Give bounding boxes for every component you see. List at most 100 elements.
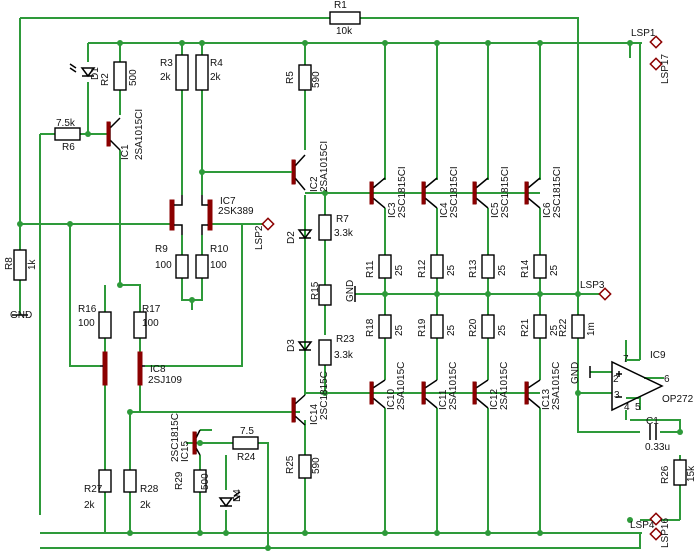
transistors [100, 117, 541, 456]
transistor-ic3 [369, 177, 386, 209]
junctions [17, 40, 683, 551]
resistor-r27 [98, 469, 112, 493]
label-r24v: 7.5 [240, 426, 254, 437]
label-r12: R12 [417, 259, 428, 278]
label-r22: R22 [558, 318, 569, 337]
label-ic10v: 2SA1015C [396, 362, 407, 410]
label-r28: R28 [140, 484, 159, 495]
label-r25v: 590 [311, 457, 322, 474]
label-r20: R20 [468, 318, 479, 337]
label-r2v: 500 [128, 69, 139, 86]
label-gnd1: GND [10, 310, 32, 321]
label-r11v: 25 [394, 264, 405, 276]
resistor-r16 [98, 311, 112, 339]
label-r8: R8 [4, 257, 15, 270]
label-r7v: 3.3k [334, 228, 354, 239]
label-r20v: 25 [497, 324, 508, 336]
resistor-r10 [195, 254, 209, 279]
label-ic9: IC9 [650, 350, 666, 361]
resistor-r3 [175, 54, 189, 91]
label-r12v: 25 [446, 264, 457, 276]
label-d1: D1 [90, 67, 101, 80]
diode-d3 [297, 341, 313, 352]
transistor-ic5 [472, 177, 489, 209]
label-ic7: IC7 [220, 196, 236, 207]
label-r1: R1 [334, 0, 347, 11]
label-ic5: IC5 [490, 202, 501, 218]
label-ic13v: 2SA1015C [551, 362, 562, 410]
lsp-markers [261, 35, 663, 541]
resistor-r9 [175, 254, 189, 279]
label-r2: R2 [100, 73, 111, 86]
label-r14v: 25 [549, 264, 560, 276]
label-r22v: 1m [586, 322, 597, 336]
label-r18: R18 [365, 318, 376, 337]
label-r13: R13 [468, 259, 479, 278]
label-r21: R21 [520, 318, 531, 337]
resistors [13, 11, 687, 493]
label-r10: R10 [210, 244, 229, 255]
label-r3: R3 [160, 58, 173, 69]
resistor-r7 [318, 214, 332, 241]
resistor-r20 [481, 314, 495, 339]
label-r16v: 100 [78, 318, 95, 329]
resistor-r14 [533, 254, 547, 279]
transistor-ic1 [106, 117, 121, 151]
label-r7: R7 [336, 214, 349, 225]
label-r13v: 25 [497, 264, 508, 276]
resistor-r6 [54, 127, 81, 141]
label-r17: R17 [142, 304, 161, 315]
label-ic3v: 2SC1815CI [397, 166, 408, 218]
resistor-r18 [378, 314, 392, 339]
label-r26v: 15k [686, 465, 697, 482]
label-ic1v: 2SA1015CI [134, 109, 145, 160]
resistor-r4 [195, 54, 209, 91]
label-ic11: IC11 [438, 389, 449, 410]
label-gnd2: GND [345, 280, 356, 302]
label-r8v: 1k [27, 258, 38, 270]
label-ic12: IC12 [489, 388, 500, 410]
transistor-ic2 [270, 154, 306, 191]
label-r6: R6 [62, 142, 75, 153]
transistor-ic13 [524, 379, 541, 409]
label-ic10: IC10 [386, 388, 397, 410]
resistor-r29 [193, 469, 207, 493]
label-lsp1: LSP1 [631, 28, 656, 39]
label-r14: R14 [520, 259, 531, 278]
label-r5: R5 [285, 71, 296, 84]
resistor-r26 [673, 459, 687, 486]
label-r29v: 500 [200, 473, 211, 490]
label-p3: 3 [614, 390, 620, 401]
label-lsp16: LSP16 [660, 518, 671, 548]
label-gnd3: GND [570, 362, 581, 384]
label-d4: D4 [232, 489, 243, 502]
capacitor-c1 [649, 424, 657, 440]
label-r5v: 590 [311, 71, 322, 88]
label-d3: D3 [286, 339, 297, 352]
diode-d4 [218, 491, 241, 508]
op-amp-ic9 [611, 360, 664, 412]
label-r26: R26 [660, 465, 671, 484]
label-ic13: IC13 [541, 388, 552, 410]
label-p7: 7 [623, 354, 629, 365]
label-r23v: 3.3k [334, 350, 354, 361]
label-ic6: IC6 [542, 202, 553, 218]
transistor-ic7 [169, 195, 213, 235]
label-r19v: 25 [446, 324, 457, 336]
label-r15: R15 [310, 281, 321, 300]
resistor-r21 [533, 314, 547, 339]
label-ic14: IC14 [309, 403, 320, 425]
label-lsp3: LSP3 [580, 280, 605, 291]
label-lsp2: LSP2 [254, 225, 265, 250]
resistor-r24 [232, 436, 259, 450]
label-ic7v: 2SK389 [218, 206, 254, 217]
label-r10v: 100 [210, 260, 227, 271]
label-ic15: IC15 [180, 440, 191, 462]
label-p6: 6 [664, 374, 670, 385]
transistor-ic6 [524, 177, 541, 209]
resistor-r2 [113, 61, 127, 91]
label-r28v: 2k [140, 500, 152, 511]
label-r18v: 25 [394, 324, 405, 336]
label-ic8v: 2SJ109 [148, 375, 182, 386]
